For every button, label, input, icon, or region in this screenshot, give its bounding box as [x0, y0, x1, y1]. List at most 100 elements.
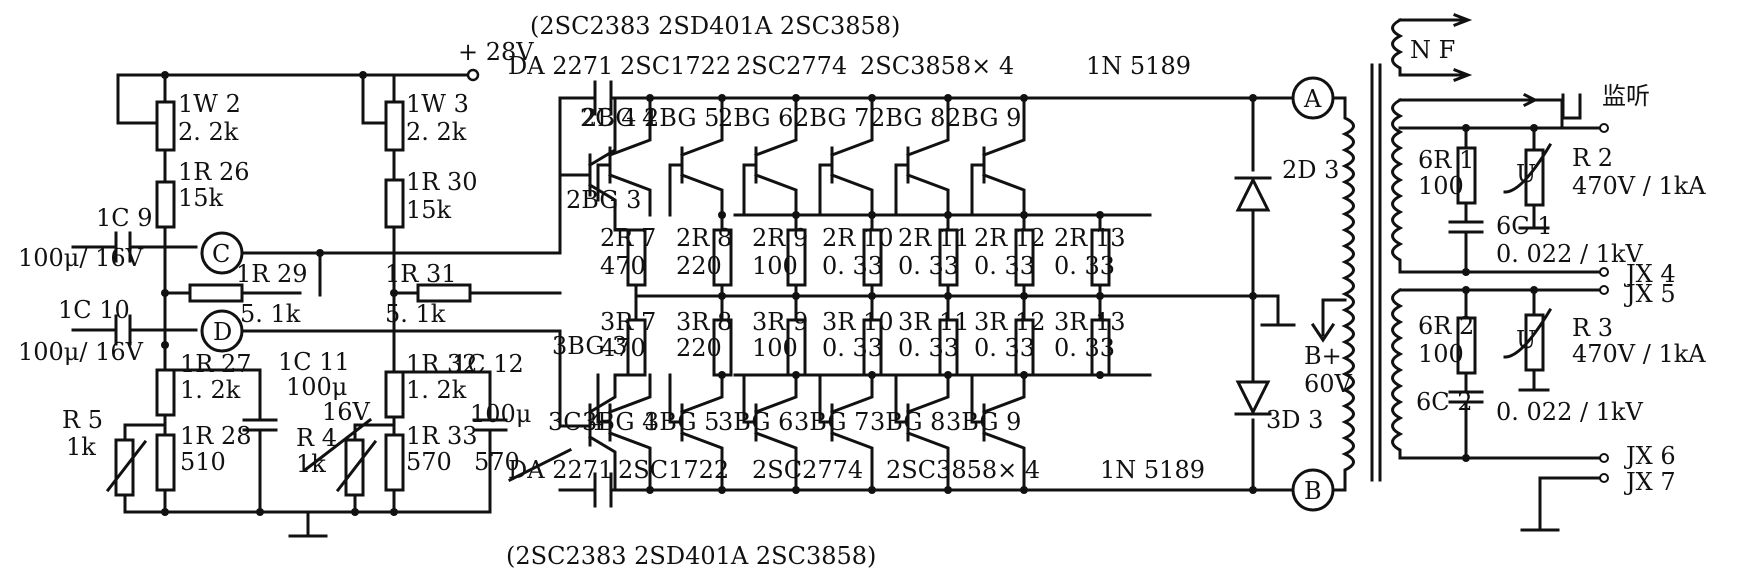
resistor-1r29: [188, 283, 244, 303]
r2-label: R 2: [1572, 144, 1613, 172]
upper-r-label-4: 2R 10: [822, 224, 894, 252]
resistor-1r32: [384, 370, 405, 419]
upper-r-label-6: 2R 12: [974, 224, 1046, 252]
6c1-label: 6C 1: [1496, 212, 1553, 240]
lower-r-label-3: 3R 9: [752, 308, 808, 336]
6r1-label: 6R 1: [1418, 146, 1474, 174]
upper-bg-label-4: 2BG 7: [794, 104, 869, 132]
c11-voltage: 16V: [322, 398, 371, 426]
bottom-diode-label: 1N 5189: [1100, 456, 1205, 484]
c12-voltage: 570: [474, 448, 520, 476]
r5-value: 1k: [66, 433, 96, 461]
upper-r-value-1: 470: [600, 252, 646, 280]
bplus-label: B+: [1304, 342, 1342, 370]
lower-transistor-array: [596, 294, 1111, 494]
c9-label: 1C 9: [96, 204, 153, 232]
upper-r-value-3: 100: [752, 252, 798, 280]
jx7-label: JX 7: [1623, 468, 1676, 496]
upper-r-value-5: 0. 33: [898, 252, 959, 280]
monitor-label: 监听: [1602, 82, 1650, 110]
lower-r-value-2: 220: [676, 334, 722, 362]
lower-r-value-5: 0. 33: [898, 334, 959, 362]
bplus-value: 60V: [1304, 370, 1353, 398]
lower-bg-label-2: 3BG 5: [644, 408, 719, 436]
bottom-da-label: DA 2271: [508, 456, 613, 484]
upper-r-label-1: 2R 7: [600, 224, 656, 252]
c10-value: 100μ/ 16V: [18, 338, 144, 366]
left-bias-section: [71, 68, 573, 538]
r4-value: 1k: [296, 450, 326, 478]
jx4-label: JX 4: [1623, 260, 1676, 288]
r31-value: 5. 1k: [385, 300, 446, 328]
upper-bg-label-1: 2BG 4: [582, 104, 657, 132]
c11-value: 100μ: [286, 373, 347, 401]
node-c-label: C: [212, 240, 230, 268]
c12-value: 100μ: [470, 400, 531, 428]
supply-terminal[interactable]: [466, 68, 480, 82]
lower-r-label-4: 3R 10: [822, 308, 894, 336]
resistor-1r28: [155, 433, 176, 492]
c10-label: 1C 10: [58, 296, 130, 324]
upper-bg-label-6: 2BG 9: [946, 104, 1021, 132]
jx5-terminal[interactable]: [1599, 285, 1609, 295]
jx4-terminal[interactable]: [1599, 267, 1609, 277]
upper-bg-label-5: 2BG 8: [870, 104, 945, 132]
pot-1w2: [155, 100, 176, 152]
jx5-label: JX 5: [1623, 280, 1676, 308]
d3-label: 3D 3: [1266, 406, 1323, 434]
top-t3-label: 2SC3858× 4: [860, 52, 1014, 80]
r29-label: 1R 29: [236, 260, 308, 288]
pot-1w3: [384, 100, 405, 152]
c11-label: 1C 11: [278, 348, 350, 376]
lower-bg-label-3: 3BG 6: [718, 408, 793, 436]
c12-label: 1C 12: [452, 350, 524, 378]
node-a-label: A: [1303, 85, 1322, 113]
monitor-terminal[interactable]: [1599, 123, 1609, 133]
d2-label: 2D 3: [1282, 156, 1339, 184]
upper-r-value-6: 0. 33: [974, 252, 1035, 280]
lower-r-label-6: 3R 12: [974, 308, 1046, 336]
output-stage: [558, 76, 1347, 512]
r2-value: 470V / 1kA: [1572, 172, 1706, 200]
r26-label: 1R 26: [178, 158, 250, 186]
jx6-terminal[interactable]: [1599, 453, 1609, 463]
lower-r-label-1: 3R 7: [600, 308, 656, 336]
diode-2d3: [1235, 176, 1271, 212]
lower-r-value-6: 0. 33: [974, 334, 1035, 362]
upper-r-value-4: 0. 33: [822, 252, 883, 280]
jx7-terminal[interactable]: [1599, 473, 1609, 483]
6c2-value: 0. 022 / 1kV: [1496, 398, 1643, 426]
top-t1-label: 2SC1722: [620, 52, 731, 80]
lower-r-label-2: 3R 8: [676, 308, 732, 336]
bottom-parts-note: (2SC2383 2SD401A 2SC3858): [506, 542, 876, 570]
top-diode-label: 1N 5189: [1086, 52, 1191, 80]
c9-value: 100μ/ 16V: [18, 244, 144, 272]
lower-r-value-3: 100: [752, 334, 798, 362]
r33-value: 570: [406, 448, 452, 476]
r30-value: 15k: [406, 196, 452, 224]
top-t2-label: 2SC2774: [736, 52, 847, 80]
r30-label: 1R 30: [406, 168, 478, 196]
output-transformer: [1321, 13, 1609, 532]
top-da-label: DA 2271: [508, 52, 613, 80]
lower-bg3-label: 3BG 3: [552, 332, 627, 360]
bottom-t3-label: 2SC3858× 4: [886, 456, 1040, 484]
r27-label: 1R 27: [180, 350, 252, 378]
resistor-1r33: [384, 433, 405, 492]
6c2-label: 6C 2: [1416, 388, 1473, 416]
iw2-value: 2. 2k: [178, 118, 239, 146]
bottom-t2-label: 2SC2774: [752, 456, 863, 484]
r33-label: 1R 33: [406, 422, 478, 450]
diode-3d3: [1235, 380, 1271, 416]
r5-label: R 5: [62, 406, 103, 434]
r32-value: 1. 2k: [406, 376, 467, 404]
jx6-label: JX 6: [1623, 442, 1676, 470]
labels: (2SC2383 2SD401A 2SC3858) (2SC2383 2SD40…: [18, 12, 1706, 570]
upper-r-label-5: 2R 11: [898, 224, 970, 252]
supply-label: + 28V: [458, 38, 534, 66]
6r2-label: 6R 2: [1418, 312, 1474, 340]
r28-value: 510: [180, 448, 226, 476]
lower-bg-label-5: 3BG 8: [870, 408, 945, 436]
resistor-1r27: [155, 368, 176, 417]
